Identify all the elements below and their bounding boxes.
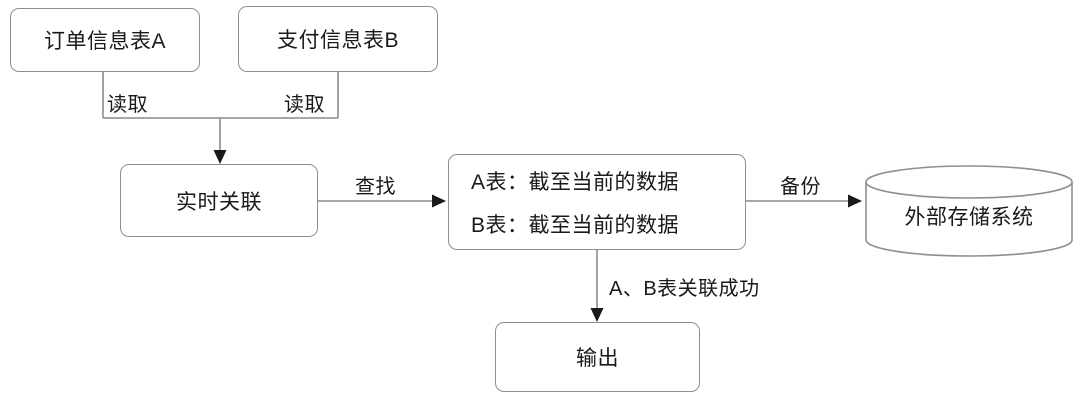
node-payment-table-label: 支付信息表B <box>276 29 399 52</box>
edge-label-read-a: 读取 <box>107 94 148 116</box>
edge-label-backup: 备份 <box>780 176 821 198</box>
edge-label-join-success: A、B表关联成功 <box>609 278 760 300</box>
node-join-result: A表：截至当前的数据 B表：截至当前的数据 <box>448 154 746 250</box>
node-output-label: 输出 <box>576 347 619 370</box>
edge-lookup-arrowhead <box>432 194 446 208</box>
node-external-storage-label: 外部存储系统 <box>866 194 1072 238</box>
join-result-line-b: B表：截至当前的数据 <box>471 213 680 237</box>
external-storage-text: 外部存储系统 <box>904 206 1034 229</box>
edge-label-read-b: 读取 <box>284 94 325 116</box>
edge-label-lookup: 查找 <box>355 176 396 198</box>
cylinder-shape <box>865 165 1073 257</box>
join-result-line-a: A表：截至当前的数据 <box>471 170 680 194</box>
node-realtime-join: 实时关联 <box>120 164 318 237</box>
edge-merge-arrowhead <box>213 150 227 164</box>
node-order-table: 订单信息表A <box>10 8 200 72</box>
edge-success-arrowhead <box>590 308 604 322</box>
node-output: 输出 <box>495 322 700 392</box>
node-realtime-join-label: 实时关联 <box>176 190 262 214</box>
node-order-table-label: 订单信息表A <box>43 30 166 53</box>
node-payment-table: 支付信息表B <box>238 6 438 72</box>
edge-backup-arrowhead <box>848 194 862 208</box>
